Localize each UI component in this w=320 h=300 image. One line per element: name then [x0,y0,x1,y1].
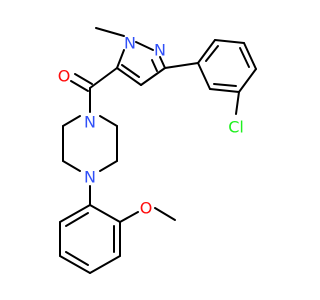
bond-aryl1-f [197,62,211,90]
bond-pyrazole-n1-n2 [135,41,154,51]
bond-aryl1-inner-c [213,83,237,87]
bond-pyrazole-c5-n1 [116,49,125,69]
bond-pyrazole-aryl [164,62,199,69]
atom-cl: Cl [228,118,244,137]
bond-aryl2-inner-b [65,251,89,266]
bond-carbonyl-double-a [70,80,89,92]
bond-aryl1-inner-b [239,47,250,68]
bond-aryl2-a [89,204,121,223]
bond-pyrazole-n2-c3-b [151,59,158,72]
bond-o-methyl [154,207,176,221]
atom-n-pyrazole: N [154,41,166,60]
bonds [59,27,257,274]
atom-n-piperazine-bottom: N [84,168,96,187]
bond-c-o-methoxy [119,211,139,223]
bond-c-cl [235,91,240,115]
bond-pip-n1-c2 [99,115,118,127]
molecule-diagram: O N N N N Cl O [58,27,257,274]
bond-aryl2-c [89,255,121,274]
bond-aryl1-e [209,88,240,93]
bond-pyrazole-n2-c3-a [159,56,166,69]
bond-pyrazole-c4-c5-a [116,67,142,86]
bond-aryl1-c [243,42,257,70]
bond-pyrazole-c3-c4 [140,67,166,86]
atom-o-carbonyl: O [58,67,71,86]
bond-pyrazole-c4-c5-b [121,64,140,78]
bond-pip-c3-n4 [99,160,118,172]
bond-aryl2-f [59,204,91,223]
bond-carbonyl-double-b [74,73,93,85]
atom-labels: O N N N N Cl O [58,34,244,218]
bond-pip-c6-n1 [62,115,81,127]
bond-aryl1-b [214,39,245,44]
atom-n-methyl: N [124,34,136,53]
atom-n-piperazine-top: N [84,113,96,132]
bond-aryl1-inner-a [205,45,219,62]
bond-aryl2-inner-c [65,212,89,227]
bond-aryl1-a [197,39,216,64]
bond-pip-n4-c5 [62,160,81,172]
atom-o-methoxy: O [140,199,153,218]
bond-carbonyl-pyrazole [89,67,118,89]
bond-aryl1-d [238,68,257,93]
bond-n-methyl [95,27,125,37]
bond-aryl2-d [59,255,91,274]
